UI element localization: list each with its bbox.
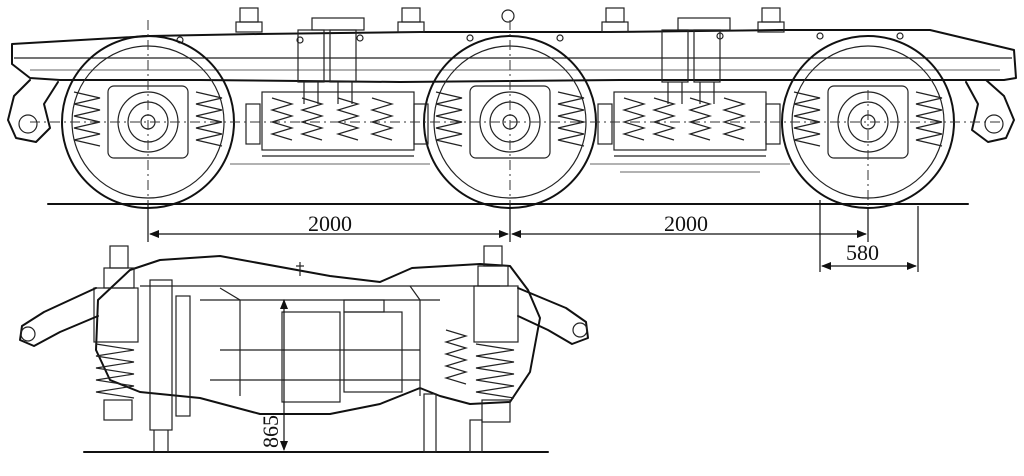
axle-centerlines xyxy=(30,20,1000,240)
dimension-label-height: 865 xyxy=(258,415,283,448)
frame-top-bolts xyxy=(176,7,904,44)
dimension-label-axle-spacing-2: 2000 xyxy=(664,211,708,236)
side-view: 2000 2000 580 xyxy=(7,7,1017,272)
end-view-right-spring xyxy=(423,245,589,453)
dimension-label-axle-spacing-1: 2000 xyxy=(308,211,352,236)
end-bracket-right xyxy=(965,79,1015,143)
end-view-body-outline xyxy=(95,255,541,415)
end-view-top-mark xyxy=(296,262,304,276)
center-spring-pack-left xyxy=(245,91,429,157)
end-view-left-spring xyxy=(19,245,191,452)
wheel-3 xyxy=(781,35,955,209)
end-bracket-left xyxy=(7,79,59,143)
dimension-height: 865 xyxy=(258,299,288,451)
dimension-end-offset: 580 xyxy=(819,200,919,272)
frame-top-beam xyxy=(11,29,1017,83)
axle-box-springs xyxy=(73,91,943,147)
center-spring-pack-right xyxy=(597,91,781,157)
lower-rods xyxy=(230,163,790,173)
end-view: 865 xyxy=(19,245,589,453)
dimension-label-end-offset: 580 xyxy=(846,240,879,265)
end-view-inner-structure xyxy=(140,285,500,403)
damper-right xyxy=(661,17,731,104)
dimension-axle-spacing: 2000 2000 xyxy=(147,204,869,242)
damper-left xyxy=(297,17,365,104)
